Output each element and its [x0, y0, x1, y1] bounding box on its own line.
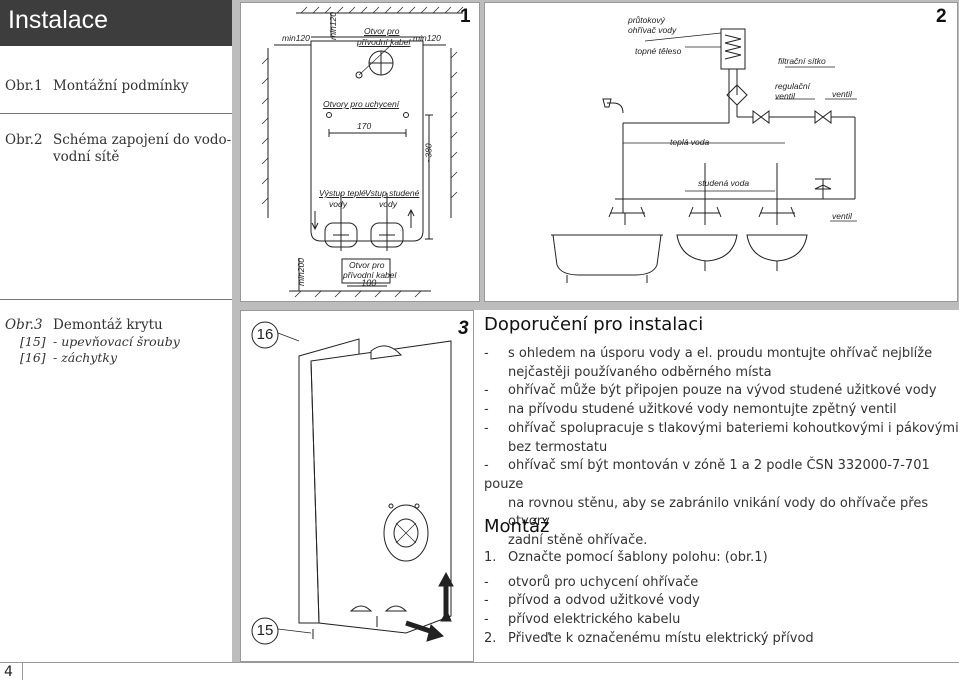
figure3-number: 3 — [458, 318, 469, 339]
fig3-ref-16-text: - záchytky — [53, 350, 118, 365]
step-2: 2.Přiveďte k označenému místu elektrický… — [484, 630, 814, 646]
label-cold-water: studená voda — [698, 178, 750, 188]
figure2-panel: průtokový ohřívač vody topné těleso filt… — [484, 2, 958, 302]
list-item: -otvorů pro uchycení ohřívače — [484, 574, 699, 590]
list-item-cont: bez termostatu — [508, 439, 608, 455]
fig3-ref-15-text: - upevňovací šrouby — [53, 334, 180, 349]
label-dim-170: 170 — [357, 121, 372, 131]
label-heating-element: topné těleso — [635, 46, 682, 56]
list-item: -na přívodu studené užitkové vody nemont… — [484, 402, 897, 418]
list-item-cont: na rovnou stěnu, aby se zabránilo vnikán… — [508, 495, 929, 530]
page-title: Instalace — [8, 6, 109, 34]
caption-divider — [0, 113, 232, 114]
fig3-ref-15: [15] — [20, 334, 46, 349]
callout-16: 16 — [256, 326, 274, 343]
figure3-frame-left — [232, 300, 240, 662]
label-dim-380: ~380 — [423, 143, 434, 163]
figure1-number: 1 — [460, 6, 471, 27]
title-bar — [0, 0, 232, 46]
assembly-list: 1.Označte pomocí šablony polohu: (obr.1)… — [484, 549, 959, 649]
fig3-ref-16: [16] — [20, 350, 46, 365]
caption-divider — [0, 299, 232, 300]
label-min120-right: min120 — [413, 33, 441, 43]
cover-removal-drawing — [251, 321, 454, 645]
label-hot-water: teplá voda — [670, 137, 710, 147]
label-mounting-holes: Otvory pro uchycení — [323, 99, 400, 109]
fig3-caption-text: Demontáž krytu — [53, 317, 163, 333]
fig2-caption-text-1: Schéma zapojení do vodo- — [53, 132, 232, 148]
label-min200: min200 — [295, 258, 306, 286]
label-filter: filtrační sítko — [778, 56, 826, 66]
footer-rule — [0, 662, 959, 663]
label-cold-inlet-2: vody — [379, 199, 397, 209]
fig3-caption-number: Obr.3 — [5, 317, 43, 333]
label-min120-left: min120 — [282, 33, 310, 43]
label-valve-top: ventil — [832, 89, 852, 99]
list-item: -ohřívač smí být montován v zóně 1 a 2 p… — [484, 458, 930, 492]
label-cable-hole-bottom-2: přívodní kabel — [343, 270, 397, 280]
label-min120-vertical: min120 — [327, 12, 338, 40]
mounting-template-drawing — [261, 6, 464, 298]
label-cable-hole-bottom-1: Otvor pro — [349, 260, 385, 270]
recommend-heading: Doporučení pro instalaci — [484, 314, 704, 335]
list-item-cont: nejčastěji používaného odběrného místa — [508, 364, 772, 380]
list-item: -s ohledem na úsporu vody a el. proudu m… — [484, 346, 933, 361]
list-item: -ohřívač spolupracuje s tlakovými bateri… — [484, 420, 959, 436]
fig1-caption-number: Obr.1 — [5, 78, 43, 94]
step-1: 1.Označte pomocí šablony polohu: (obr.1) — [484, 550, 768, 565]
label-dim-100: ~100 — [356, 278, 377, 288]
page-number: 4 — [4, 664, 13, 680]
label-regulating-1: regulační — [775, 81, 810, 91]
label-hot-outlet-1: Výstup teplé — [319, 188, 366, 198]
list-item: -přívod a odvod užitkové vody — [484, 593, 700, 609]
figure1-panel: min120 min120 min120 Otvor pro přívodní … — [240, 2, 480, 302]
fig1-caption-text: Montážní podmínky — [53, 78, 189, 94]
label-cold-inlet-1: Vstup studené — [365, 188, 420, 198]
callout-15: 15 — [256, 622, 274, 639]
label-flow-heater-2: ohřívač vody — [628, 25, 677, 35]
figure2-number: 2 — [936, 6, 947, 27]
fig2-caption-number: Obr.2 — [5, 132, 43, 148]
label-regulating-2: ventil — [775, 91, 795, 101]
figure3-panel: 16 15 — [240, 310, 474, 662]
label-valve-bottom: ventil — [832, 211, 852, 221]
footer-tick — [22, 662, 23, 680]
fig2-caption-text-2: vodní sítě — [53, 149, 120, 165]
recommend-list: -s ohledem na úsporu vody a el. proudu m… — [484, 345, 959, 551]
list-item-cont: zadní stěně ohřívače. — [508, 533, 648, 549]
list-item: -přívod elektrického kabelu — [484, 612, 681, 628]
assembly-heading: Montáž — [484, 516, 550, 537]
label-cable-hole-2: přívodní kabel — [357, 37, 411, 47]
label-cable-hole-1: Otvor pro — [364, 26, 400, 36]
label-flow-heater-1: průtokový — [628, 15, 665, 25]
list-item: -ohřívač může být připojen pouze na vývo… — [484, 383, 937, 399]
plumbing-schematic-drawing — [551, 28, 857, 283]
label-hot-outlet-2: vody — [329, 199, 347, 209]
